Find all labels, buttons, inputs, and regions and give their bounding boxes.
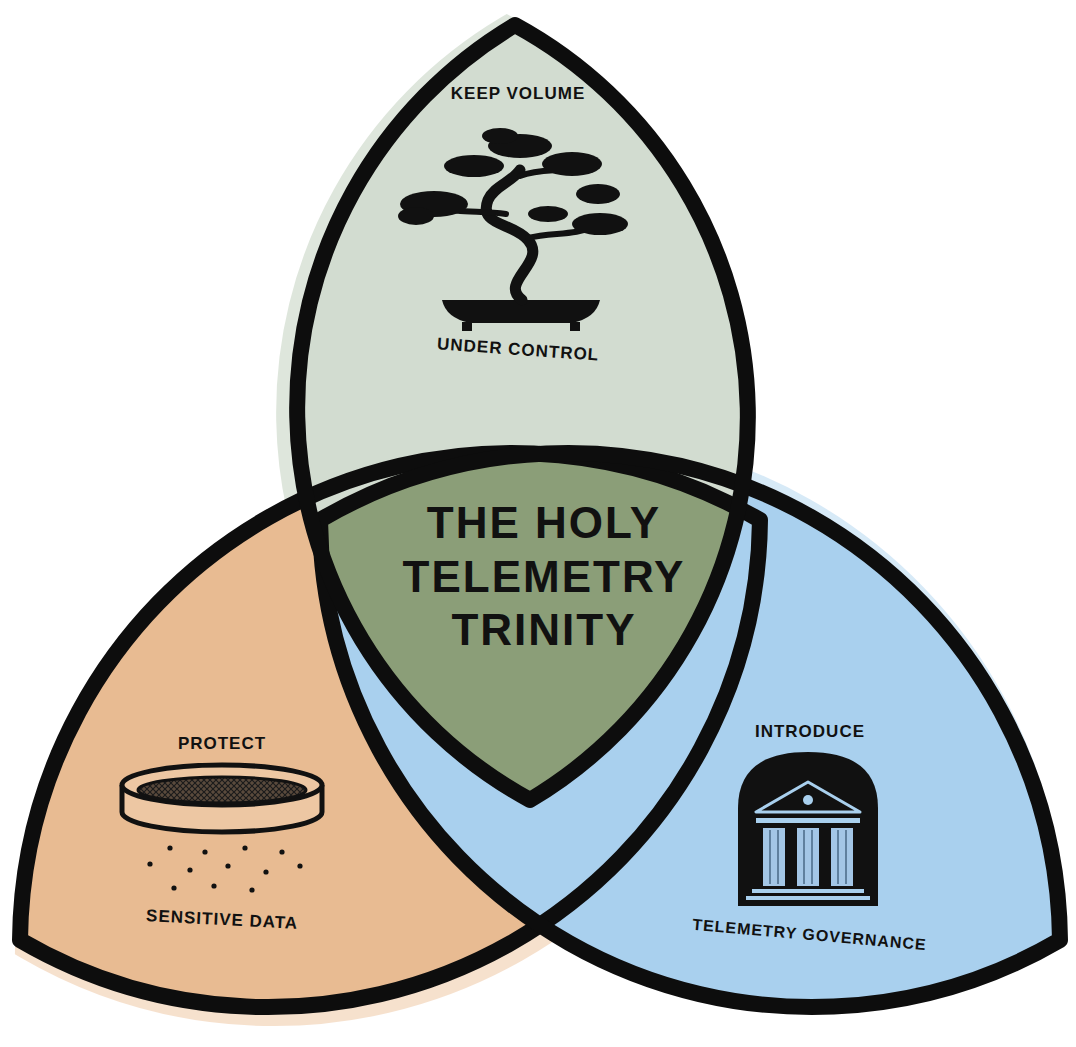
bonsai-icon — [398, 128, 628, 331]
lobe-heading: KEEP VOLUME — [451, 84, 585, 104]
top-lobe — [297, 25, 748, 800]
left-lobe-node: PROTECTSENSITIVE DATA — [142, 734, 302, 930]
top-lobe-node: KEEP VOLUMEUNDER CONTROL — [433, 84, 603, 360]
sieve-icon — [122, 765, 322, 893]
governance-building-icon — [738, 752, 878, 906]
right-lobe-node: INTRODUCETELEMETRY GOVERNANCE — [688, 722, 931, 944]
lobe-caption: SENSITIVE DATA — [145, 906, 298, 934]
lobe-outlines — [20, 25, 1060, 1007]
lobe-heading: PROTECT — [178, 734, 266, 754]
center-overlap — [297, 25, 748, 800]
center-title: THE HOLY TELEMETRY TRINITY — [380, 496, 708, 657]
center-overlap-node: THE HOLY TELEMETRY TRINITY — [374, 496, 714, 657]
lobe-heading: INTRODUCE — [755, 722, 865, 742]
